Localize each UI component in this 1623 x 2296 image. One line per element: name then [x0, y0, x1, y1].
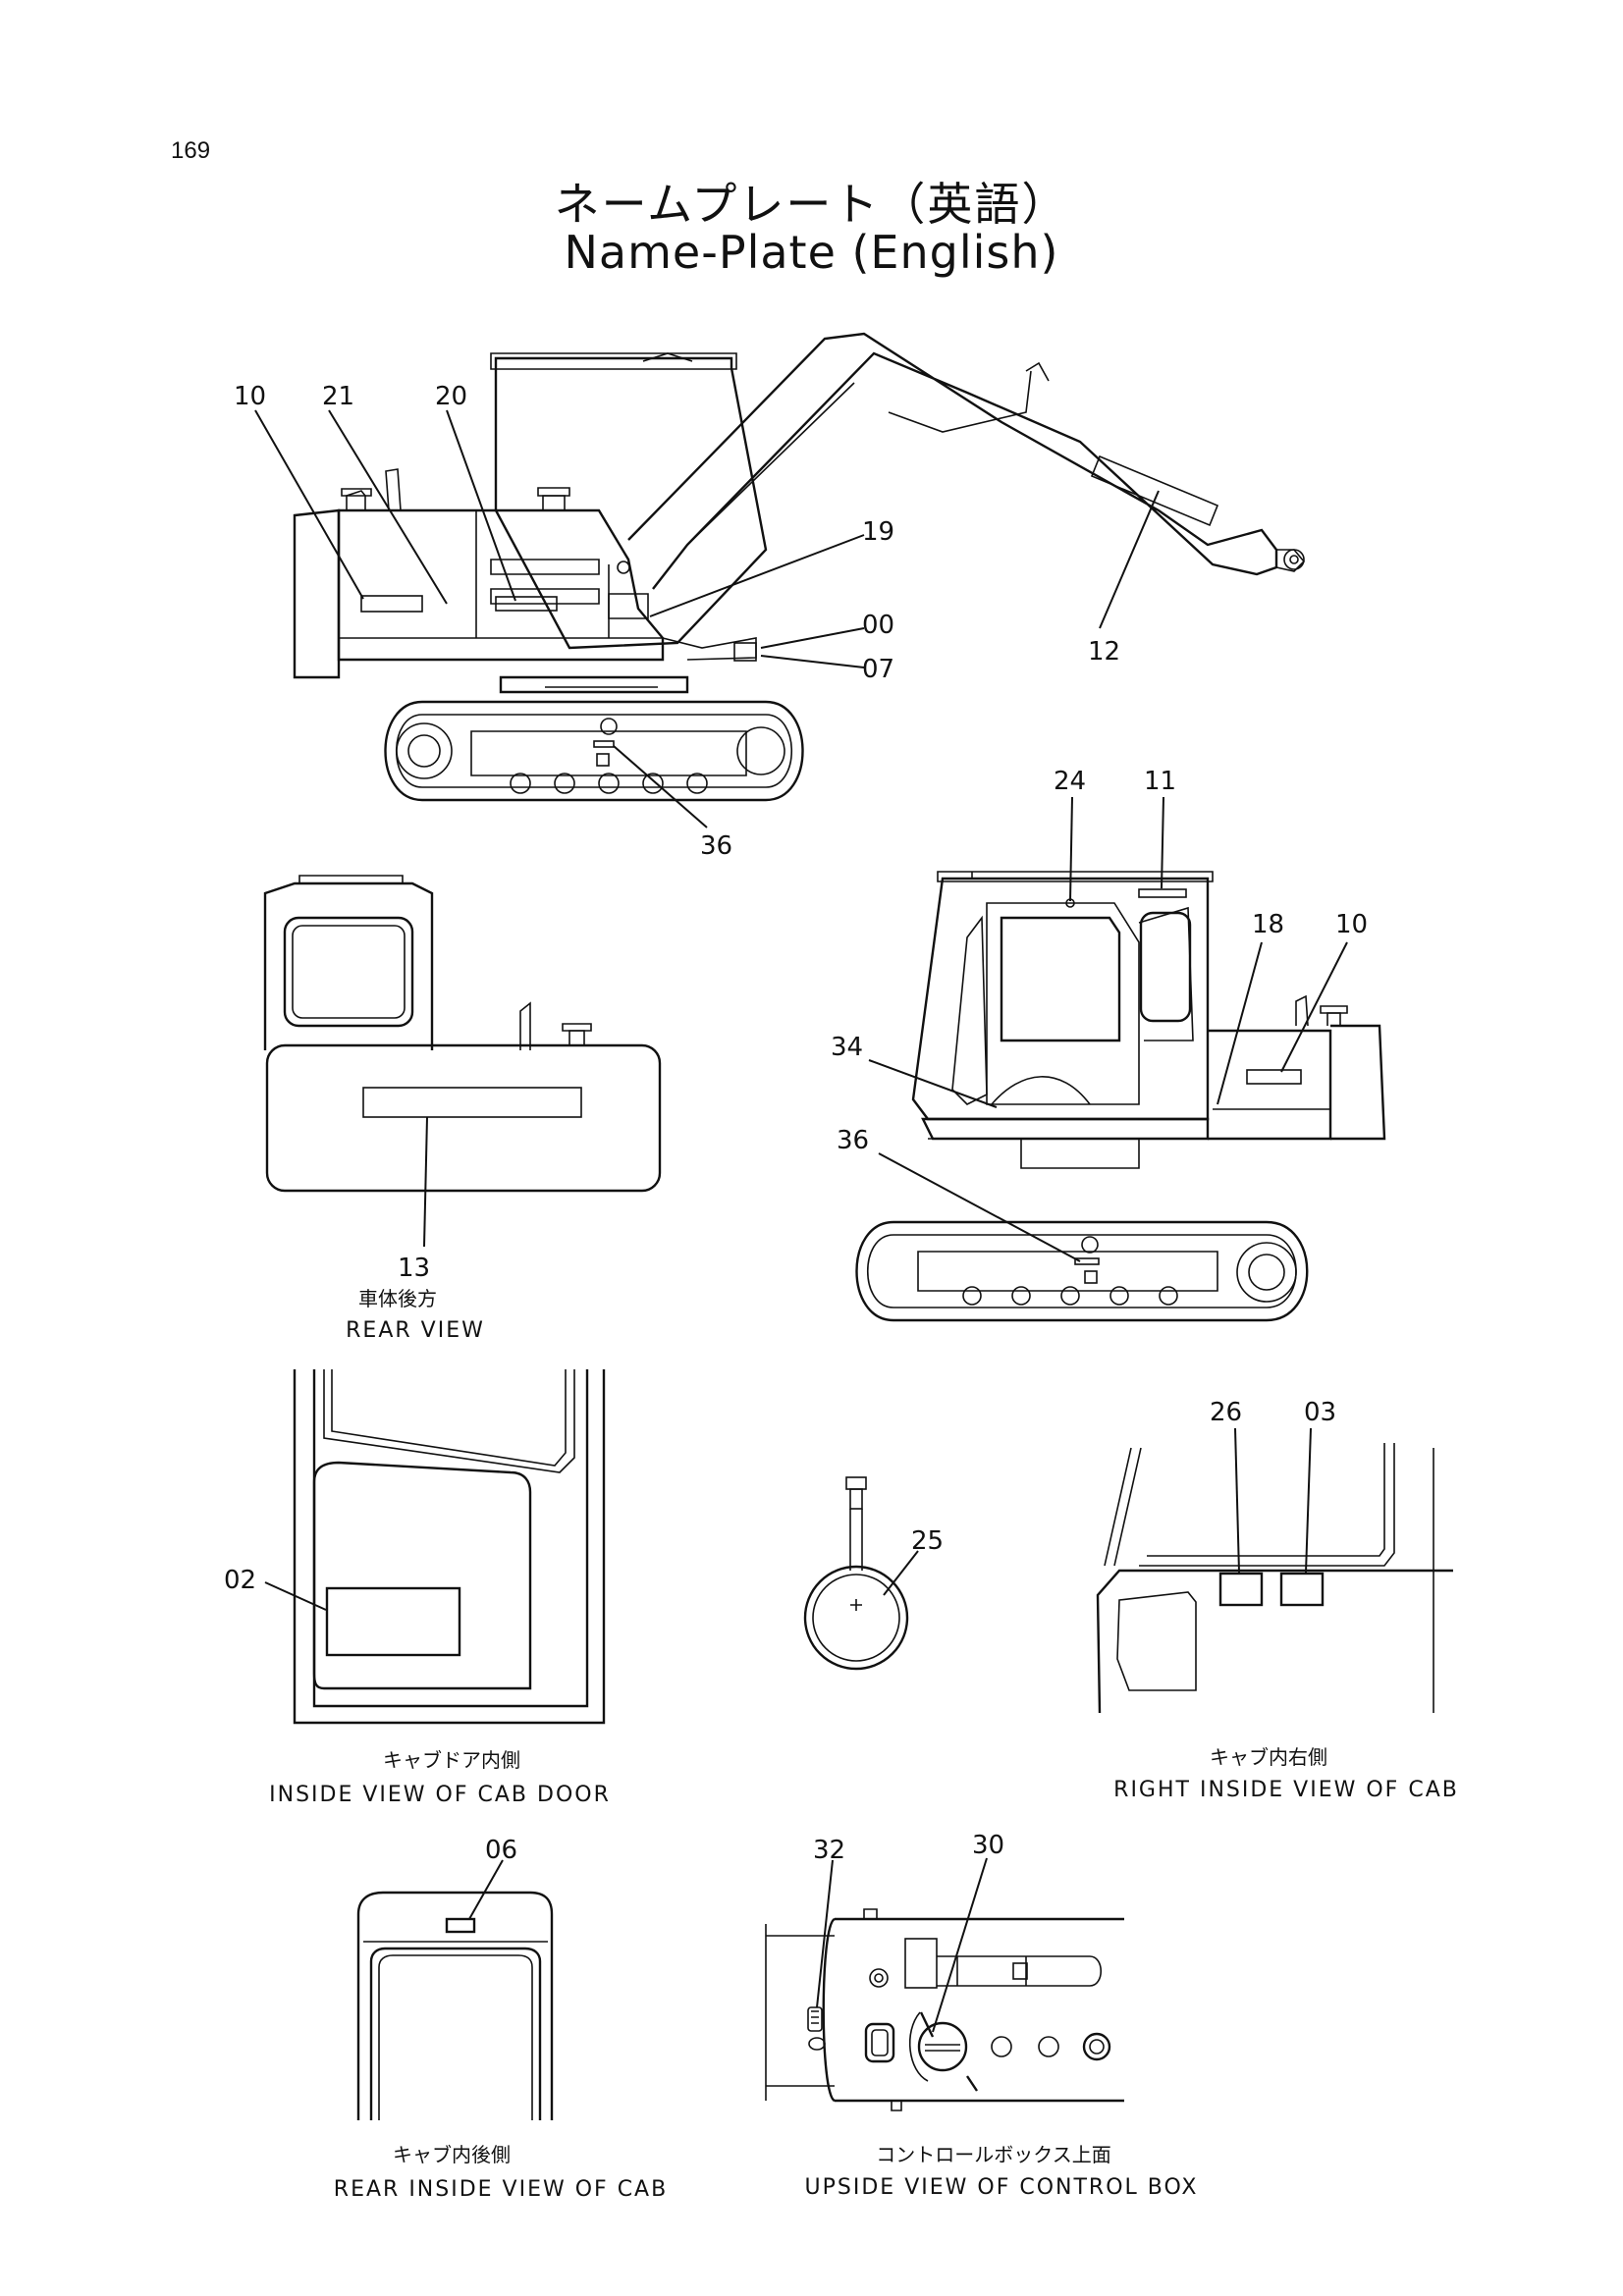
callout-00: 00 — [862, 611, 894, 640]
callout-26: 26 — [1210, 1398, 1242, 1427]
right-inside-cab-view: 26 03 キャブ内右側 RIGHT INSIDE VIEW OF CAB — [1096, 1398, 1459, 1802]
control-box-top-view: 32 30 コントロールボックス上面 UPSIDE VIEW OF CONTRO… — [765, 1831, 1199, 2200]
caption-rear-view-en: REAR VIEW — [346, 1318, 485, 1343]
callout-03: 03 — [1304, 1398, 1336, 1427]
callout-06: 06 — [485, 1836, 517, 1865]
caption-rear-view-jp: 車体後方 — [358, 1287, 437, 1310]
callout-30: 30 — [972, 1831, 1004, 1860]
callout-02: 02 — [224, 1566, 256, 1595]
title-english: Name-Plate (English) — [564, 226, 1059, 279]
cab-door-inside-view: 02 キャブドア内側 INSIDE VIEW OF CAB DOOR — [224, 1369, 611, 1807]
rear-view: 13 車体後方 REAR VIEW — [263, 875, 662, 1343]
excavator-side-view: 10 21 20 19 00 07 12 36 — [234, 332, 1306, 861]
callout-12: 12 — [1088, 637, 1120, 667]
callout-24: 24 — [1054, 767, 1086, 796]
caption-control-box-jp: コントロールボックス上面 — [876, 2143, 1110, 2166]
callout-18: 18 — [1252, 910, 1284, 939]
callout-10-side: 10 — [234, 382, 266, 411]
callout-19: 19 — [862, 517, 894, 547]
caption-right-inside-en: RIGHT INSIDE VIEW OF CAB — [1113, 1778, 1459, 1802]
rear-inside-cab-view: 06 キャブ内後側 REAR INSIDE VIEW OF CAB — [334, 1836, 668, 2202]
caption-cab-door-en: INSIDE VIEW OF CAB DOOR — [269, 1783, 611, 1807]
caption-cab-door-jp: キャブドア内側 — [383, 1748, 520, 1772]
excavator-right-view: 24 11 18 10 34 36 — [831, 767, 1386, 1322]
page-number: 169 — [171, 137, 211, 164]
caption-rear-inside-jp: キャブ内後側 — [393, 2143, 511, 2166]
caption-rear-inside-en: REAR INSIDE VIEW OF CAB — [334, 2177, 668, 2202]
callout-21: 21 — [322, 382, 354, 411]
caption-control-box-en: UPSIDE VIEW OF CONTROL BOX — [805, 2175, 1199, 2200]
callout-07: 07 — [862, 655, 894, 684]
callout-11: 11 — [1144, 767, 1176, 796]
title-japanese: ネームプレート（英語） — [554, 178, 1069, 231]
callout-20: 20 — [435, 382, 467, 411]
callout-25: 25 — [911, 1526, 944, 1556]
callout-36-side: 36 — [700, 831, 732, 861]
callout-10-right: 10 — [1335, 910, 1368, 939]
gauge-ring-view: 25 — [803, 1476, 944, 1671]
caption-right-inside-jp: キャブ内右側 — [1210, 1745, 1327, 1769]
callout-34: 34 — [831, 1033, 863, 1062]
callout-13: 13 — [398, 1254, 430, 1283]
callout-32: 32 — [813, 1836, 845, 1865]
callout-36-right: 36 — [837, 1126, 869, 1155]
